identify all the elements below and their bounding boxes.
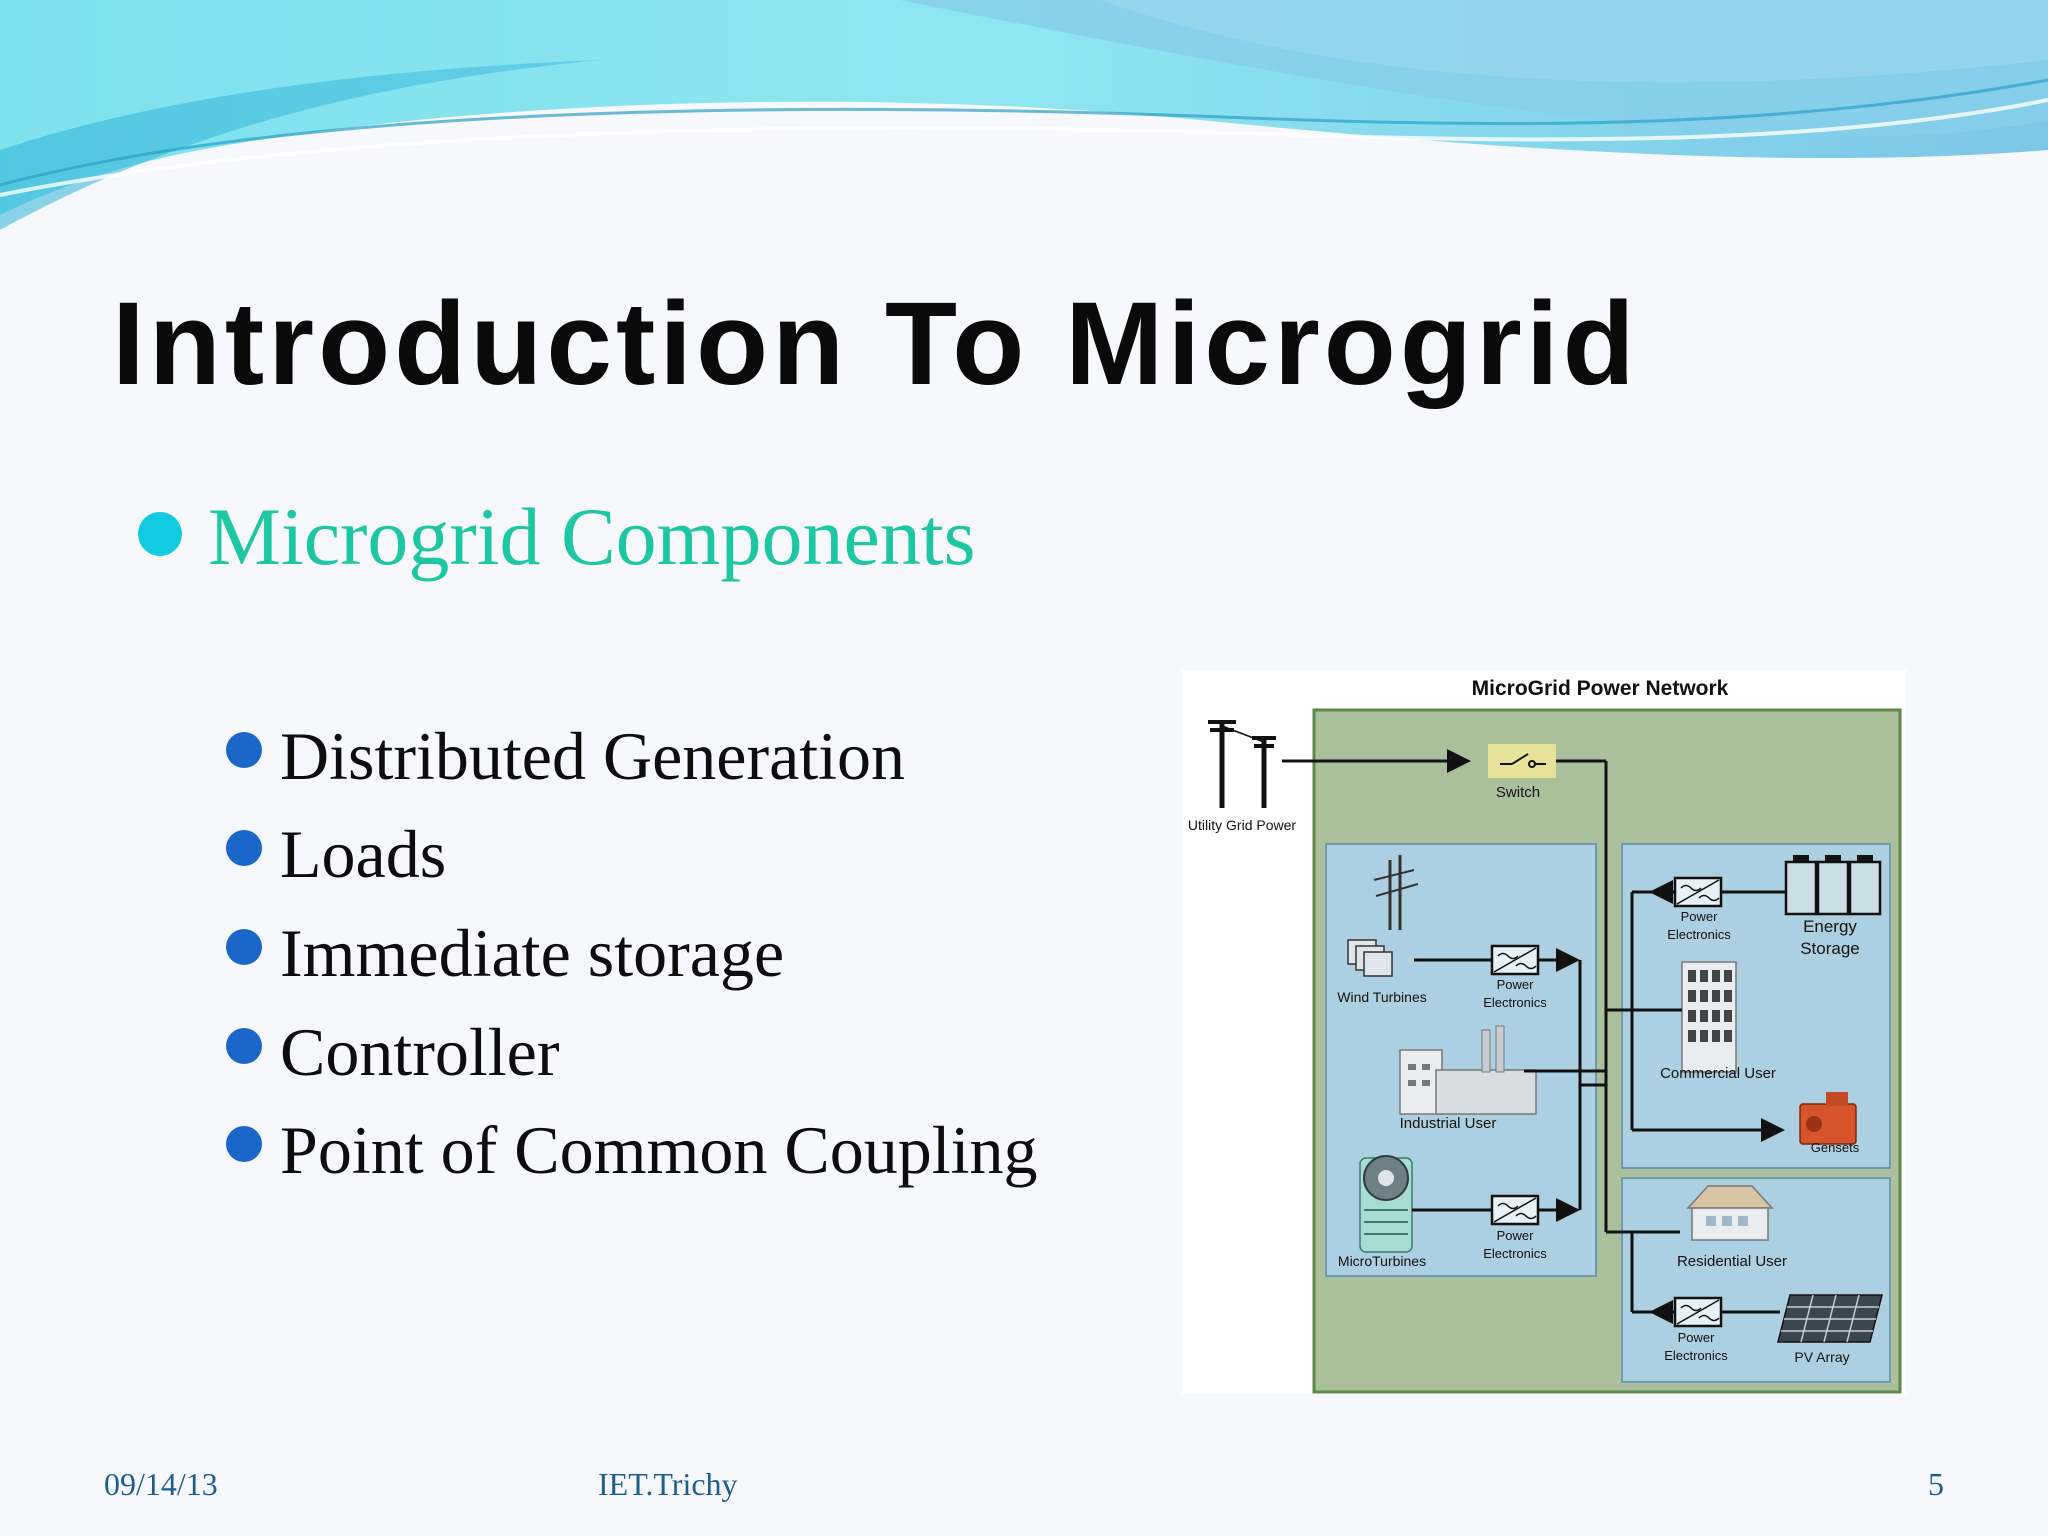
footer-page-number: 5 (1928, 1466, 1944, 1502)
power-electronics-label: Electronics (1667, 927, 1731, 942)
commercial-user-label: Commercial User (1660, 1065, 1776, 1082)
energy-storage-label: Energy (1803, 917, 1857, 936)
wind-turbines-label: Wind Turbines (1337, 989, 1426, 1005)
wind-turbine-icon (1347, 855, 1419, 977)
sub-bullet-item: Distributed Generation (280, 718, 906, 794)
sub-bullet-item: Point of Common Coupling (280, 1112, 1038, 1188)
sub-bullet-dot (226, 929, 262, 965)
sub-bullet-dot (226, 1028, 262, 1064)
main-bullet-text: Microgrid Components (208, 491, 976, 582)
slide-title: Introduction To Microgrid (112, 278, 1639, 410)
residential-user-label: Residential User (1677, 1253, 1787, 1270)
power-electronics-label: Electronics (1483, 995, 1547, 1010)
utility-pole-icon (1208, 720, 1276, 808)
power-electronics-label: Electronics (1664, 1348, 1728, 1363)
pv-array-label: PV Array (1794, 1349, 1849, 1365)
microgrid-diagram: MicroGrid Power Network Utility Grid Pow… (1182, 670, 1906, 1394)
industrial-user-label: Industrial User (1400, 1115, 1497, 1132)
main-bullet-dot (138, 512, 182, 556)
sub-bullet-item: Loads (280, 816, 447, 892)
header-wave-decoration (0, 0, 2048, 230)
house-icon (1686, 1185, 1774, 1241)
diagram-title: MicroGrid Power Network (1472, 677, 1729, 700)
sub-bullet-dot (226, 1126, 262, 1162)
power-electronics-icon (1673, 876, 1723, 908)
battery-icon (1784, 855, 1882, 916)
office-building-icon (1681, 961, 1737, 1073)
sub-bullet-dot (226, 830, 262, 866)
power-electronics-icon (1490, 944, 1540, 976)
sub-bullet-dot (226, 732, 262, 768)
energy-storage-label: Storage (1800, 939, 1860, 958)
microturbines-label: MicroTurbines (1338, 1253, 1426, 1269)
power-electronics-label: Power (1497, 977, 1535, 992)
genset-icon (1799, 1092, 1857, 1145)
sub-bullet-item: Immediate storage (280, 915, 785, 991)
utility-grid-label: Utility Grid Power (1188, 817, 1296, 833)
switch-icon (1488, 744, 1556, 778)
power-electronics-icon (1673, 1296, 1723, 1328)
generation-panel (1325, 843, 1597, 1277)
switch-label: Switch (1496, 784, 1540, 801)
factory-icon (1399, 1025, 1537, 1115)
power-electronics-label: Electronics (1483, 1246, 1547, 1261)
footer-date: 09/14/13 (104, 1466, 218, 1502)
power-electronics-icon (1490, 1194, 1540, 1226)
footer-organization: IET.Trichy (598, 1466, 738, 1502)
solar-panel-icon (1777, 1294, 1883, 1343)
power-electronics-label: Power (1497, 1228, 1535, 1243)
microturbine-icon (1359, 1155, 1413, 1253)
sub-bullet-item: Controller (280, 1014, 560, 1090)
power-electronics-label: Power (1678, 1330, 1716, 1345)
gensets-label: Gensets (1811, 1140, 1860, 1155)
power-electronics-label: Power (1681, 909, 1719, 924)
